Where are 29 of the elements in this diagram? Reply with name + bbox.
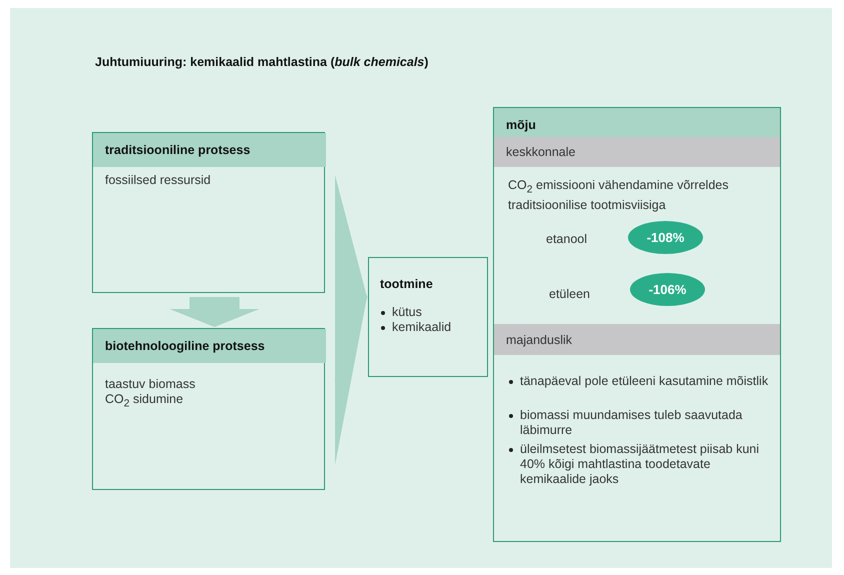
percent-value: -106% bbox=[648, 281, 688, 299]
section-band bbox=[494, 137, 780, 167]
percent-value: -108% bbox=[646, 229, 686, 247]
block-arrow bbox=[334, 296, 368, 465]
substance-label: etanool bbox=[546, 232, 588, 247]
box-heading: biotehnoloogiline protsess bbox=[93, 329, 326, 363]
body-text: fossiilsed ressursid bbox=[105, 173, 212, 188]
bullet-item: üleilmsetest biomassijäätmetest piisab kuni 40% kõigi mahtlastina toodetavate kemikaalide jaoks bbox=[508, 442, 770, 487]
process-box bbox=[368, 257, 488, 377]
bullet-item: kemikaalid bbox=[380, 320, 497, 335]
process-box bbox=[92, 328, 325, 490]
bullet-item: kütus bbox=[380, 305, 497, 320]
body-text: CO$_{2}$ emissiooni vähendamine võrreldes traditsioonilise tootmisviisiga bbox=[508, 178, 730, 212]
bullet-item: biomassi muundamises tuleb saavutada läbimurre bbox=[508, 408, 770, 438]
box-heading: tootmine bbox=[380, 277, 434, 292]
section-heading: keskkonnale bbox=[506, 145, 576, 160]
diagram-title: Juhtumiuuring: kemikaalid mahtlastina (bulk chemicals) bbox=[95, 55, 430, 70]
body-text: CO$_{2}$ sidumine bbox=[105, 392, 184, 412]
box-heading: traditsiooniline protsess bbox=[93, 133, 326, 167]
process-box bbox=[493, 107, 781, 542]
process-box bbox=[92, 132, 325, 293]
bullet-item: tänapäeval pole etüleeni kasutamine mõistlik bbox=[508, 374, 770, 389]
substance-label: etüleen bbox=[549, 287, 590, 302]
section-heading: majanduslik bbox=[506, 333, 574, 348]
block-arrow bbox=[170, 297, 260, 327]
block-arrow bbox=[334, 175, 368, 298]
box-heading: mõju bbox=[494, 108, 780, 137]
body-text: taastuv biomass bbox=[105, 377, 196, 392]
section-band bbox=[494, 324, 780, 355]
